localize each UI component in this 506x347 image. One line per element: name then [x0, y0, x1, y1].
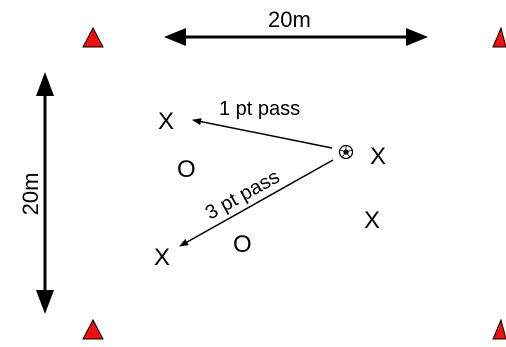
soccer-ball-icon	[338, 144, 354, 160]
attacker-marker: X	[158, 108, 174, 135]
vertical-dimension-label: 20m	[18, 173, 43, 216]
attacker-marker: X	[370, 143, 386, 170]
defender-marker: O	[177, 156, 196, 183]
cone-icon	[492, 318, 506, 340]
cone-icon	[82, 26, 104, 48]
horizontal-dimension-arrow	[164, 28, 428, 46]
one-point-pass-arrow	[192, 118, 333, 149]
defender-marker: O	[233, 231, 252, 258]
attacker-marker: X	[154, 244, 170, 271]
cone-icon	[492, 26, 506, 48]
one-point-pass-label: 1 pt pass	[219, 98, 300, 120]
horizontal-dimension-label: 20m	[268, 7, 311, 32]
vertical-dimension-arrow	[36, 72, 54, 314]
three-point-pass-arrow	[179, 159, 334, 247]
cone-icon	[82, 318, 104, 340]
attacker-marker: X	[364, 207, 380, 234]
